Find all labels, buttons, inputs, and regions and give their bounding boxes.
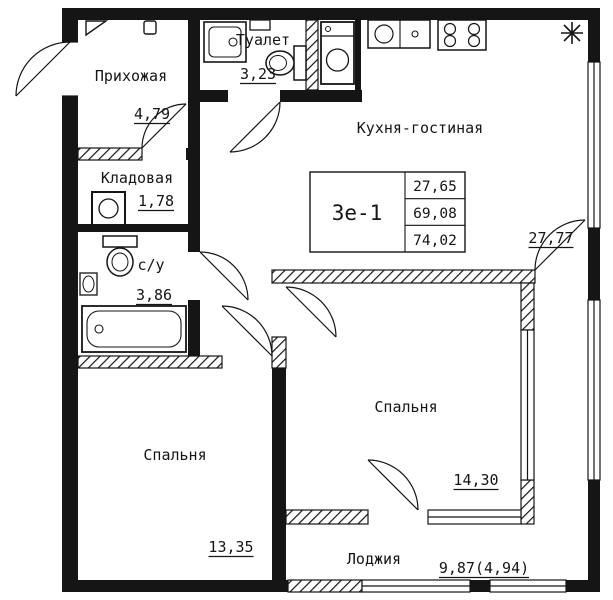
window-bedroom-loggia <box>520 329 535 481</box>
wall-bottom-post <box>470 580 490 592</box>
room-label-bedroom-left: Спальня <box>143 446 206 464</box>
wall-storage-bath-divider <box>78 224 188 232</box>
wall-bedrooms-divider <box>272 368 286 580</box>
washing-machine <box>320 21 355 85</box>
wall-left-upper <box>62 8 78 42</box>
windows <box>62 41 601 593</box>
wall-bedroom-left-top <box>77 355 223 369</box>
bathroom-sink <box>79 272 98 296</box>
wall-bottom-right <box>566 580 600 592</box>
bathtub <box>81 305 187 353</box>
wall-left-main <box>62 96 78 592</box>
room-label-kitchen: Кухня-гостиная <box>357 119 483 137</box>
room-label-storage: Кладовая <box>101 169 173 187</box>
room-area-kitchen: 27,77 <box>528 229 573 247</box>
window-bottom-a <box>361 579 471 593</box>
wall-toilet-right <box>305 19 319 91</box>
fixtures <box>79 19 583 353</box>
doors <box>15 41 586 511</box>
entry-door <box>15 41 71 97</box>
wall-toilet-bottom-left <box>200 90 228 102</box>
unit-apartment-area: 69,08 <box>413 206 457 222</box>
room-area-bathroom: 3,86 <box>136 286 172 304</box>
kitchen-loggia-door <box>534 219 586 271</box>
wall-right-lower <box>588 480 600 592</box>
wall-loggia-top-left <box>285 509 369 525</box>
room-label-hallway: Прихожая <box>95 67 167 85</box>
wall-loggia-bottom-hatch <box>287 579 363 593</box>
wall-bedroom-right-lower <box>520 479 535 525</box>
room-area-bedroom-right: 14,30 <box>453 471 498 489</box>
hatched-walls <box>77 19 536 593</box>
wall-entry-block-lower <box>188 300 200 356</box>
storage-door <box>141 103 187 149</box>
room-labels: Прихожая 4,79 Туалет 3,23 Кухня-гостиная… <box>95 31 574 579</box>
room-label-bedroom-right: Спальня <box>374 398 437 416</box>
room-area-loggia: 9,87(4,94) <box>439 559 529 577</box>
room-label-bathroom: с/у <box>137 256 164 274</box>
wall-alcove-right <box>355 20 361 90</box>
wall-bedroom-right-upper <box>520 282 535 331</box>
room-label-toilet: Туалет <box>236 31 290 49</box>
window-right-lower <box>587 299 601 481</box>
shower-tray <box>203 21 247 63</box>
wall-storage-top <box>77 147 143 161</box>
bedroom-right-door <box>285 286 337 338</box>
room-area-bedroom-left: 13,35 <box>208 538 253 556</box>
window-loggia-top <box>427 509 522 525</box>
toilet-wc <box>265 45 307 81</box>
wall-right-mid <box>588 228 600 300</box>
toilet-sink <box>249 19 271 31</box>
room-area-storage: 1,78 <box>138 192 174 210</box>
room-area-toilet: 3,23 <box>240 65 276 83</box>
room-label-loggia: Лоджия <box>347 550 401 568</box>
room-area-hallway: 4,79 <box>134 105 170 123</box>
bathroom-wc <box>102 235 138 277</box>
loggia-door <box>367 459 419 511</box>
toilet-door <box>229 101 281 153</box>
unit-label: 3е-1 <box>332 201 383 225</box>
unit-living-area: 27,65 <box>413 179 457 195</box>
snowflake-icon <box>561 22 583 44</box>
wall-top <box>62 8 600 20</box>
kitchen-sink <box>367 19 431 49</box>
unit-total-area: 74,02 <box>413 233 457 249</box>
coat-hook-icon <box>85 20 109 37</box>
wall-right-upper <box>588 8 600 62</box>
wall-storage-jamb <box>186 148 200 160</box>
bedroom-left-door <box>221 305 273 357</box>
storage-washer <box>91 191 126 226</box>
wall-kitchen-bottom <box>271 269 536 284</box>
wall-toilet-bottom-right <box>280 90 362 102</box>
wall-mid-stub <box>271 336 287 369</box>
window-right-upper <box>587 61 601 229</box>
bathroom-door <box>199 251 249 301</box>
stove <box>437 19 487 51</box>
wall-bottom-left <box>62 580 288 592</box>
window-bottom-b <box>489 579 567 593</box>
mirror-icon <box>143 20 157 35</box>
solid-walls <box>62 8 600 592</box>
unit-info-box: 3е-1 27,65 69,08 74,02 <box>309 171 466 253</box>
wall-entry-block-upper <box>188 20 200 252</box>
